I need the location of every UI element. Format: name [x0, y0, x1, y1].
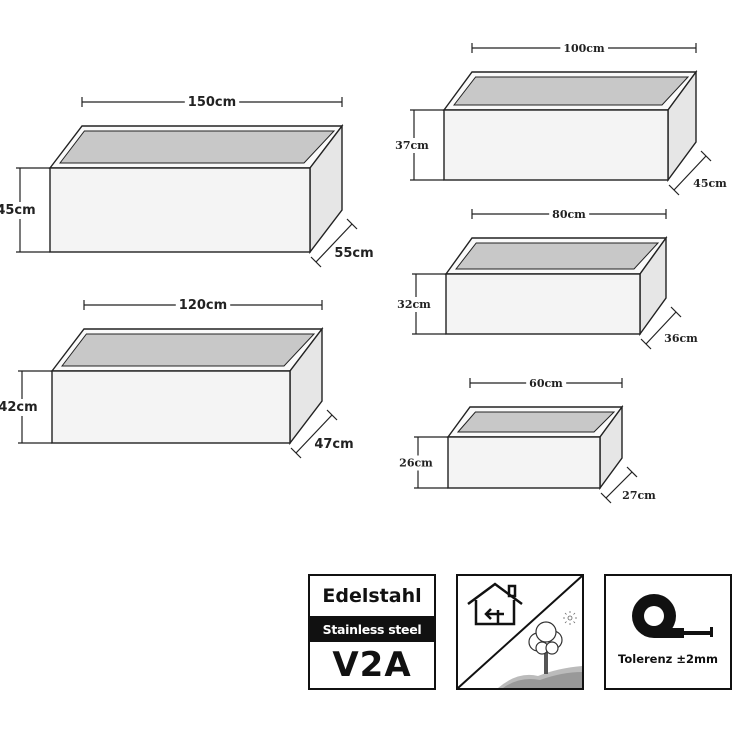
height-label: 32cm [397, 298, 431, 311]
width-label: 60cm [529, 377, 563, 390]
planters-diagram: 150cm 45cm 55cm 120cm 42cm 47cm 100cm 37cm 45cm 8… [0, 42, 727, 504]
depth-label: 36cm [664, 332, 698, 345]
material-grade: V2A [332, 645, 412, 685]
planter-60: 60cm 26cm 27cm [398, 377, 656, 504]
sun-icon [563, 611, 577, 625]
width-label: 150cm [188, 95, 236, 110]
planter-80: 80cm 32cm 36cm [396, 208, 698, 350]
tape-measure-icon [632, 594, 713, 638]
planter-100: 100cm 37cm 45cm [394, 42, 727, 196]
planter-120: 120cm 42cm 47cm [0, 298, 354, 459]
tolerance-badge: Tolerenz ±2mm [604, 574, 732, 690]
width-label: 100cm [563, 42, 605, 55]
garden-tree-icon [498, 621, 582, 688]
depth-label: 55cm [334, 246, 373, 261]
width-label: 80cm [552, 208, 586, 221]
material-subtitle: Stainless steel [310, 616, 434, 642]
height-label: 42cm [0, 400, 38, 415]
depth-label: 27cm [622, 489, 656, 502]
house-icon [467, 582, 523, 626]
depth-label: 47cm [314, 437, 353, 452]
indoor-outdoor-badge [456, 574, 584, 690]
height-label: 37cm [395, 139, 429, 152]
tolerance-label: Tolerenz ±2mm [618, 652, 718, 666]
material-title: Edelstahl [322, 585, 422, 607]
height-label: 45cm [0, 203, 36, 218]
depth-label: 45cm [693, 177, 727, 190]
height-label: 26cm [399, 457, 433, 470]
width-label: 120cm [179, 298, 227, 313]
planter-150: 150cm 45cm 55cm [0, 95, 374, 268]
stainless-steel-badge: Edelstahl Stainless steel V2A [308, 574, 436, 690]
